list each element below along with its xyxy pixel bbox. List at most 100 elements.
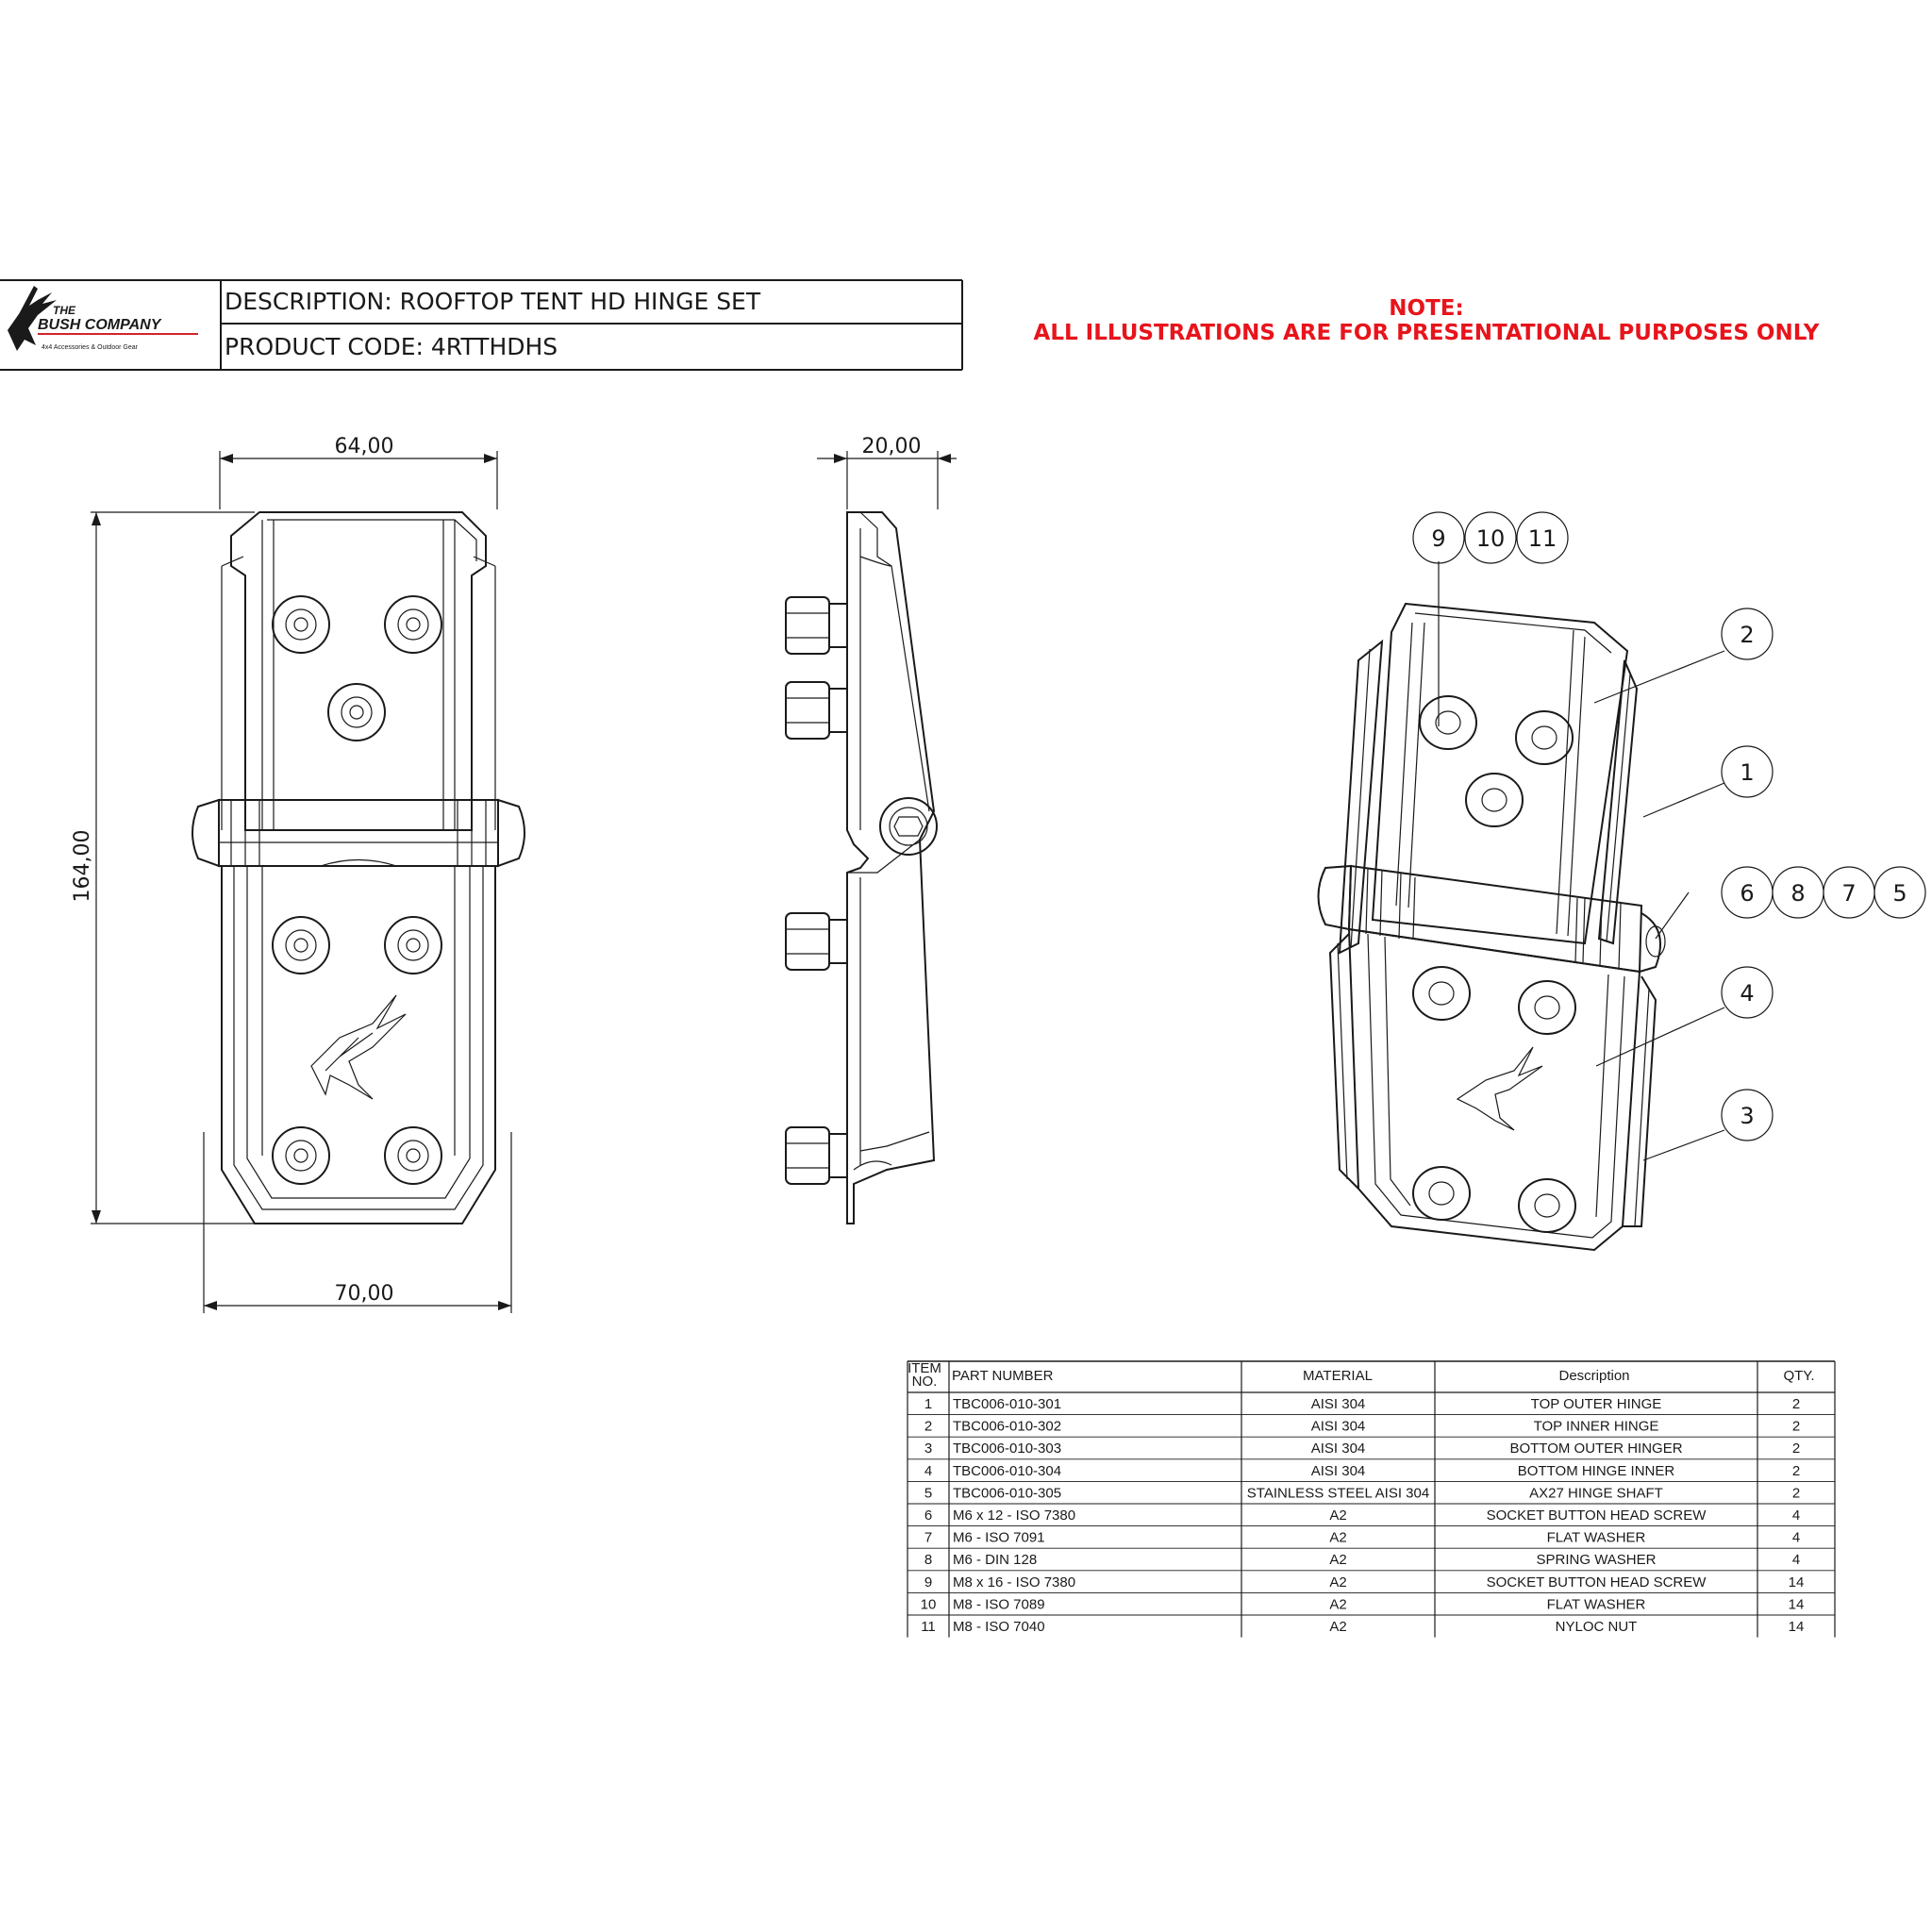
bom-cell-item: 1: [924, 1396, 932, 1412]
bom-cell-description: SOCKET BUTTON HEAD SCREW: [1487, 1574, 1707, 1591]
bom-cell-description: NYLOC NUT: [1556, 1619, 1638, 1635]
bom-cell-part: TBC006-010-304: [953, 1463, 1061, 1479]
bom-header-qty: QTY.: [1783, 1368, 1814, 1384]
engraved-logo-icon: [1456, 1046, 1543, 1131]
dim-top-width-label: 64,00: [335, 435, 394, 458]
table-row: 4 TBC006-010-304 AISI 304 BOTTOM HINGE INNE…: [924, 1463, 1800, 1479]
bom-cell-item: 9: [924, 1574, 932, 1591]
svg-text:5: 5: [1892, 880, 1907, 907]
screw-icon: [272, 1126, 330, 1185]
dim-bottom-width-label: 70,00: [335, 1282, 394, 1306]
svg-text:3: 3: [1740, 1103, 1754, 1129]
svg-text:2: 2: [1740, 622, 1754, 648]
bom-cell-qty: 2: [1792, 1485, 1800, 1501]
bom-cell-description: FLAT WASHER: [1547, 1596, 1646, 1612]
bom-cell-description: BOTTOM OUTER HINGER: [1509, 1441, 1682, 1457]
svg-text:11: 11: [1528, 525, 1557, 552]
bom-cell-qty: 4: [1792, 1530, 1800, 1546]
bom-cell-qty: 4: [1792, 1507, 1800, 1524]
description-text: DESCRIPTION: ROOFTOP TENT HD HINGE SET: [225, 288, 761, 315]
front-view: 64,00 164,00 70,00: [71, 435, 525, 1313]
bom-header-item: ITEM: [908, 1360, 941, 1376]
bom-cell-part: M8 x 16 - ISO 7380: [953, 1574, 1075, 1591]
bom-cell-part: M6 - ISO 7091: [953, 1530, 1045, 1546]
dim-thickness-label: 20,00: [862, 435, 922, 458]
isometric-view: 9 10 11 2 1 6 8 7 5 4 3: [1317, 511, 1926, 1252]
bom-cell-item: 8: [924, 1552, 932, 1568]
screw-icon: [1518, 1178, 1576, 1233]
screw-icon: [272, 916, 330, 974]
svg-text:6: 6: [1740, 880, 1754, 907]
bom-cell-material: A2: [1329, 1507, 1346, 1524]
bom-cell-description: SPRING WASHER: [1537, 1552, 1657, 1568]
bom-cell-item: 10: [921, 1596, 937, 1612]
bom-cell-item: 6: [924, 1507, 932, 1524]
screw-icon: [1465, 773, 1524, 827]
svg-text:7: 7: [1841, 880, 1856, 907]
bom-header-part: PART NUMBER: [952, 1368, 1054, 1384]
screw-icon: [1419, 695, 1477, 750]
bom-cell-item: 5: [924, 1485, 932, 1501]
bom-cell-part: M6 x 12 - ISO 7380: [953, 1507, 1075, 1524]
dim-height-label: 164,00: [71, 830, 94, 903]
screw-icon: [384, 595, 442, 654]
balloon-9: 9: [1412, 511, 1465, 564]
bom-header-material: MATERIAL: [1303, 1368, 1373, 1384]
bom-cell-material: AISI 304: [1311, 1396, 1366, 1412]
dim-height: 164,00: [71, 511, 274, 1224]
bom-cell-part: TBC006-010-303: [953, 1441, 1061, 1457]
dim-bottom-width: 70,00: [203, 1132, 512, 1313]
bill-of-materials-table: ITEM NO. PART NUMBER MATERIAL Descriptio…: [907, 1360, 1836, 1638]
svg-text:9: 9: [1431, 525, 1445, 552]
bom-header-no: NO.: [912, 1374, 938, 1390]
bom-cell-part: TBC006-010-305: [953, 1485, 1061, 1501]
product-code-text: PRODUCT CODE: 4RTTHDHS: [225, 333, 558, 360]
balloon-8: 8: [1772, 866, 1824, 919]
balloon-6: 6: [1721, 866, 1774, 919]
screw-icon: [1515, 710, 1574, 765]
bom-cell-description: TOP INNER HINGE: [1534, 1419, 1659, 1435]
bom-cell-description: SOCKET BUTTON HEAD SCREW: [1487, 1507, 1707, 1524]
screw-icon: [384, 1126, 442, 1185]
bom-cell-material: AISI 304: [1311, 1441, 1366, 1457]
bom-cell-material: AISI 304: [1311, 1463, 1366, 1479]
title-block: DESCRIPTION: ROOFTOP TENT HD HINGE SET P…: [0, 279, 963, 371]
bom-cell-qty: 2: [1792, 1396, 1800, 1412]
bom-cell-part: TBC006-010-302: [953, 1419, 1061, 1435]
bom-cell-description: BOTTOM HINGE INNER: [1518, 1463, 1675, 1479]
bom-cell-item: 11: [921, 1619, 936, 1635]
bom-cell-material: A2: [1329, 1530, 1346, 1546]
balloon-2: 2: [1721, 608, 1774, 660]
bom-cell-part: TBC006-010-301: [953, 1396, 1061, 1412]
nut-icon: [785, 1126, 848, 1185]
iso-hinge-shaft: [1317, 864, 1666, 974]
company-logo: THE BUSH COMPANY 4x4 Accessories & Outdo…: [8, 286, 198, 351]
bom-cell-material: A2: [1329, 1574, 1346, 1591]
bom-cell-part: M6 - DIN 128: [953, 1552, 1037, 1568]
bom-cell-item: 7: [924, 1530, 932, 1546]
svg-text:1: 1: [1740, 759, 1754, 786]
bom-cell-qty: 2: [1792, 1441, 1800, 1457]
screw-icon: [1518, 980, 1576, 1035]
nut-icon: [785, 681, 848, 740]
bom-cell-item: 4: [924, 1463, 932, 1479]
bom-cell-description: TOP OUTER HINGE: [1531, 1396, 1662, 1412]
engraved-logo-icon: [310, 994, 407, 1100]
logo-line2: BUSH COMPANY: [38, 317, 162, 333]
balloon-11: 11: [1516, 511, 1569, 564]
dim-thickness: 20,00: [817, 435, 957, 509]
bom-cell-qty: 14: [1789, 1574, 1805, 1591]
dim-top-width: 64,00: [219, 435, 498, 509]
balloon-4: 4: [1721, 966, 1774, 1019]
side-knuckle: [879, 797, 938, 856]
svg-text:10: 10: [1476, 525, 1506, 552]
table-row: 1 TBC006-010-301 AISI 304 TOP OUTER HINGE 2: [924, 1396, 1800, 1412]
balloon-1: 1: [1721, 745, 1774, 798]
bom-cell-qty: 2: [1792, 1463, 1800, 1479]
